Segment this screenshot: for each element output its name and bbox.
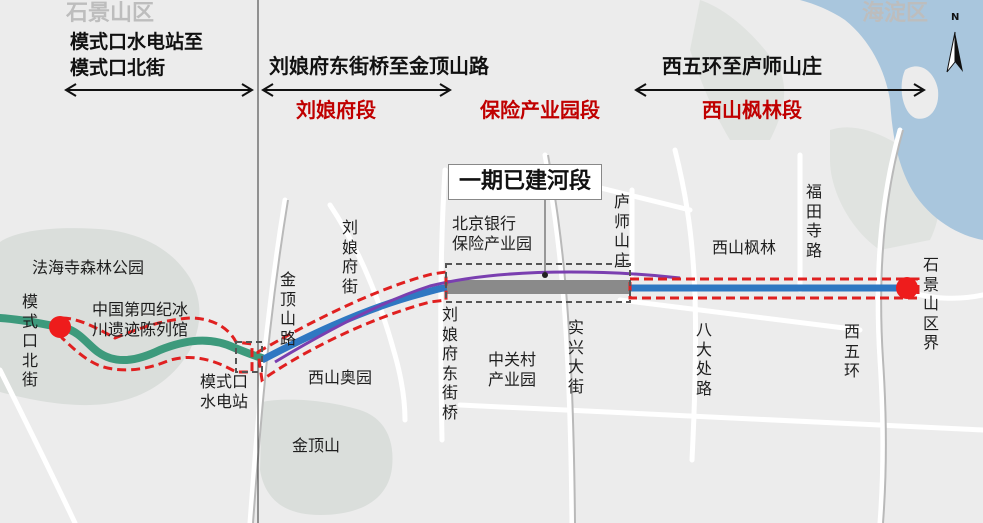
place-hydro-station: 模式口 水电站 <box>200 372 249 411</box>
arrow-2-left-head <box>261 83 274 97</box>
place-fahai: 法海寺森林公园 <box>32 258 145 277</box>
north-arrow-left-half <box>946 31 956 73</box>
green-area-north <box>690 0 785 140</box>
road-label-liuniangfu-e: 刘 娘 府 东 街 桥 <box>442 305 459 422</box>
road-label-bada: 八 大 处 路 <box>696 320 713 398</box>
road-label-futian: 福 田 寺 路 <box>806 182 823 260</box>
park-area-jindingshan <box>260 399 393 515</box>
built-box-main <box>445 263 631 303</box>
road-bada <box>672 147 699 463</box>
road-lnf-e <box>438 167 448 443</box>
section-arrows <box>64 83 926 97</box>
bank-dot <box>542 272 548 278</box>
place-aoyuan: 西山奥园 <box>308 368 373 387</box>
built-section-label: 一期已建河段 <box>448 164 603 200</box>
road-label-shixing: 实 兴 大 街 <box>568 318 585 396</box>
road-jinding <box>247 197 288 523</box>
section-sub-liuniangfu: 刘娘府段 <box>296 98 376 122</box>
road-label-lushi: 庐 师 山 庄 <box>614 192 631 270</box>
road-label-moshikou-n: 模 式 口 北 街 <box>22 292 39 390</box>
district-east: 海淀区 <box>862 1 929 26</box>
built-band <box>447 280 629 294</box>
place-jindingshan: 金顶山 <box>292 436 341 455</box>
road-west5 <box>875 127 903 523</box>
road-label-liuniangfu: 刘 娘 府 街 <box>342 218 359 296</box>
north-arrow-icon <box>946 31 963 73</box>
park-area-fahai <box>0 228 200 406</box>
river-blue <box>260 284 905 364</box>
north-arrow-right-half <box>955 32 963 72</box>
endpoint-west <box>49 316 71 338</box>
section-1-title: 模式口水电站至 模式口北街 <box>70 31 204 79</box>
section-2-title: 刘娘府东街桥至金顶山路 <box>269 54 489 78</box>
arrow-3-left-head <box>634 83 647 97</box>
water-body <box>800 0 983 240</box>
arrow-1-left-head <box>64 83 77 97</box>
place-xishan-fenglin: 西山枫林 <box>712 238 777 257</box>
district-west: 石景山区 <box>66 1 155 26</box>
road-label-west5: 西 五 环 <box>844 322 861 381</box>
roads <box>0 127 983 523</box>
road-edge-west5 <box>880 129 904 523</box>
section-3-title: 西五环至庐师山庄 <box>662 54 822 78</box>
place-zgc: 中关村 产业园 <box>488 350 537 389</box>
river-purple <box>274 270 681 364</box>
boundary-liuniangfu <box>256 270 448 383</box>
road-label-sjs-border: 石 景 山 区 界 <box>923 255 940 353</box>
built-box-hydro <box>235 341 263 373</box>
place-bank: 北京银行 保险产业园 <box>452 214 533 253</box>
place-relic-museum: 中国第四纪冰 川遗迹陈列馆 <box>92 300 189 339</box>
arrow-3-right-head <box>913 83 926 97</box>
road-liuniangfu <box>327 202 408 423</box>
road-south-b <box>617 297 863 333</box>
section-sub-xishan: 西山枫林段 <box>702 98 802 122</box>
built-boxes <box>235 263 631 373</box>
endpoint-east <box>896 277 918 299</box>
north-label: N <box>951 12 960 23</box>
arrow-2-right-head <box>439 83 452 97</box>
section-sub-insurance: 保险产业园段 <box>480 98 600 122</box>
road-moshikou-n <box>0 367 78 523</box>
arrow-1-right-head <box>241 83 254 97</box>
road-label-jinding: 金 顶 山 路 <box>280 270 297 348</box>
road-south-a <box>457 402 983 433</box>
